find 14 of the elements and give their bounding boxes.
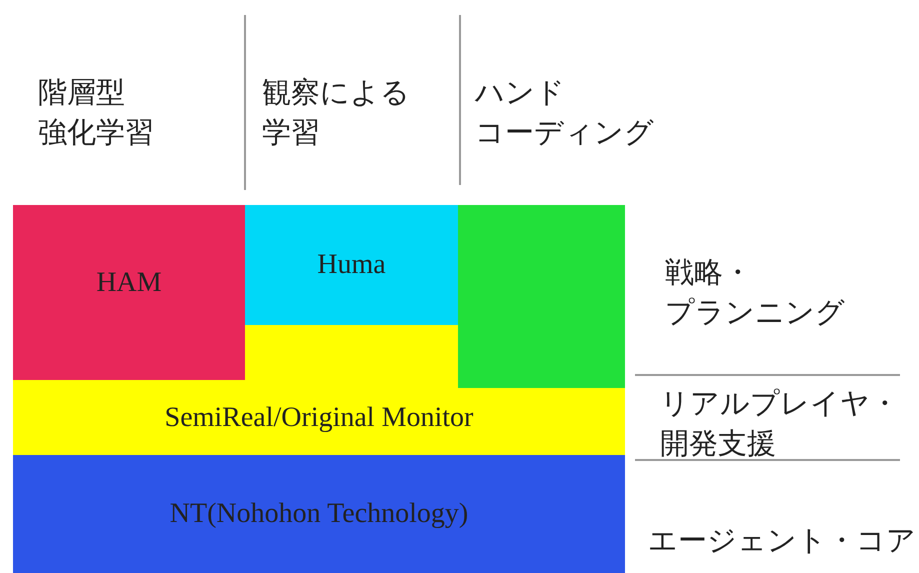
layer-label: エージェント・コア: [648, 522, 917, 559]
column-heading: 階層型強化学習: [38, 74, 155, 151]
layer-label: 戦略・プランニング: [665, 254, 846, 331]
empty-box: [458, 205, 625, 388]
layer-label: リアルプレイヤ・開発支援: [660, 385, 900, 462]
layer-block: [13, 205, 245, 380]
column-heading: ハンドコーディング: [475, 74, 655, 151]
block-label: HAM: [96, 266, 162, 298]
layer-block: [245, 205, 458, 325]
block-label: Huma: [317, 249, 386, 281]
column-heading: 観察による学習: [262, 74, 411, 151]
layer-block: [13, 455, 625, 573]
block-label: SemiReal/Original Monitor: [164, 402, 474, 434]
block-label: NT(Nohohon Technology): [170, 498, 468, 530]
